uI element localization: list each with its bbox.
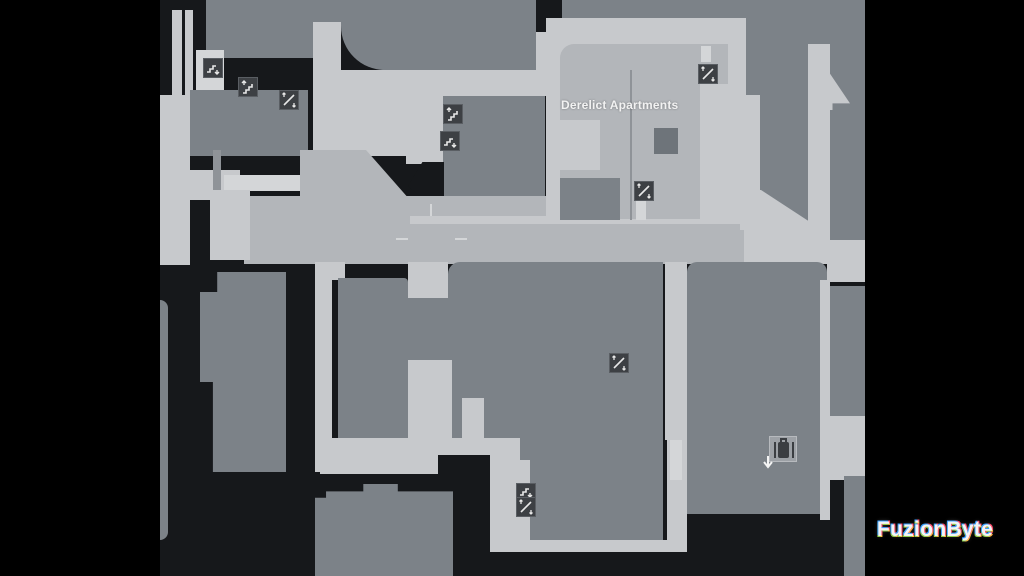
- lane-mark: [396, 238, 408, 240]
- walkway: [185, 10, 193, 100]
- map-canvas[interactable]: [160, 0, 865, 576]
- luggage-icon[interactable]: [769, 436, 797, 462]
- building: [341, 22, 536, 70]
- walkway: [670, 440, 682, 480]
- room: [654, 128, 678, 154]
- stairs-up-icon[interactable]: [443, 104, 463, 124]
- luggage-body: [778, 442, 789, 458]
- building: [830, 110, 865, 240]
- walkway: [830, 416, 865, 480]
- walkway: [820, 280, 830, 520]
- wall: [325, 474, 485, 480]
- walkway: [316, 96, 406, 156]
- building: [200, 272, 286, 472]
- luggage-handle: [780, 438, 787, 443]
- door: [701, 46, 711, 62]
- divider: [213, 150, 221, 192]
- building: [408, 298, 448, 360]
- stairs-up-icon[interactable]: [238, 77, 258, 97]
- wall: [663, 440, 667, 540]
- walkway: [665, 262, 687, 552]
- walkway: [490, 540, 680, 552]
- walkway: [462, 398, 484, 438]
- door: [636, 200, 646, 220]
- stairs-up-down-icon[interactable]: [634, 181, 654, 201]
- watermark-logo: FuzionByte: [877, 518, 994, 541]
- stairs-down-icon[interactable]: [440, 131, 460, 151]
- stairs-up-down-icon[interactable]: [279, 90, 299, 110]
- building: [844, 476, 865, 576]
- building: [315, 484, 453, 576]
- stairs-down-icon[interactable]: [203, 58, 223, 78]
- building: [316, 0, 536, 24]
- corridor: [300, 150, 410, 200]
- wall: [332, 280, 338, 460]
- wall: [222, 160, 316, 170]
- walkway: [827, 262, 865, 282]
- building: [560, 178, 620, 220]
- lane-mark: [430, 204, 432, 216]
- building: [206, 0, 316, 58]
- walkway: [406, 94, 448, 164]
- luggage-strap: [774, 442, 776, 458]
- walkway: [408, 360, 452, 438]
- wall: [308, 96, 316, 170]
- walkway: [224, 175, 318, 191]
- building: [830, 286, 865, 416]
- stairs-up-down-icon[interactable]: [609, 353, 629, 373]
- walkway: [210, 190, 250, 260]
- building: [338, 278, 408, 458]
- stairs-up-down-icon[interactable]: [698, 64, 718, 84]
- stairs-up-down-icon[interactable]: [516, 497, 536, 517]
- divider: [630, 70, 632, 220]
- walkway: [160, 95, 190, 265]
- down-arrow-icon: [763, 456, 773, 469]
- walkway: [560, 120, 600, 170]
- building: [160, 300, 168, 540]
- walkway: [740, 95, 760, 195]
- void-area: [691, 514, 816, 576]
- walkway: [341, 70, 561, 96]
- walkway: [172, 10, 182, 170]
- lane-mark: [455, 238, 467, 240]
- luggage-strap: [792, 442, 794, 458]
- building: [687, 262, 827, 514]
- walkway: [408, 262, 448, 298]
- location-label-derelict-apartments[interactable]: Derelict Apartments: [561, 98, 679, 112]
- building: [530, 440, 663, 540]
- wall: [811, 538, 841, 543]
